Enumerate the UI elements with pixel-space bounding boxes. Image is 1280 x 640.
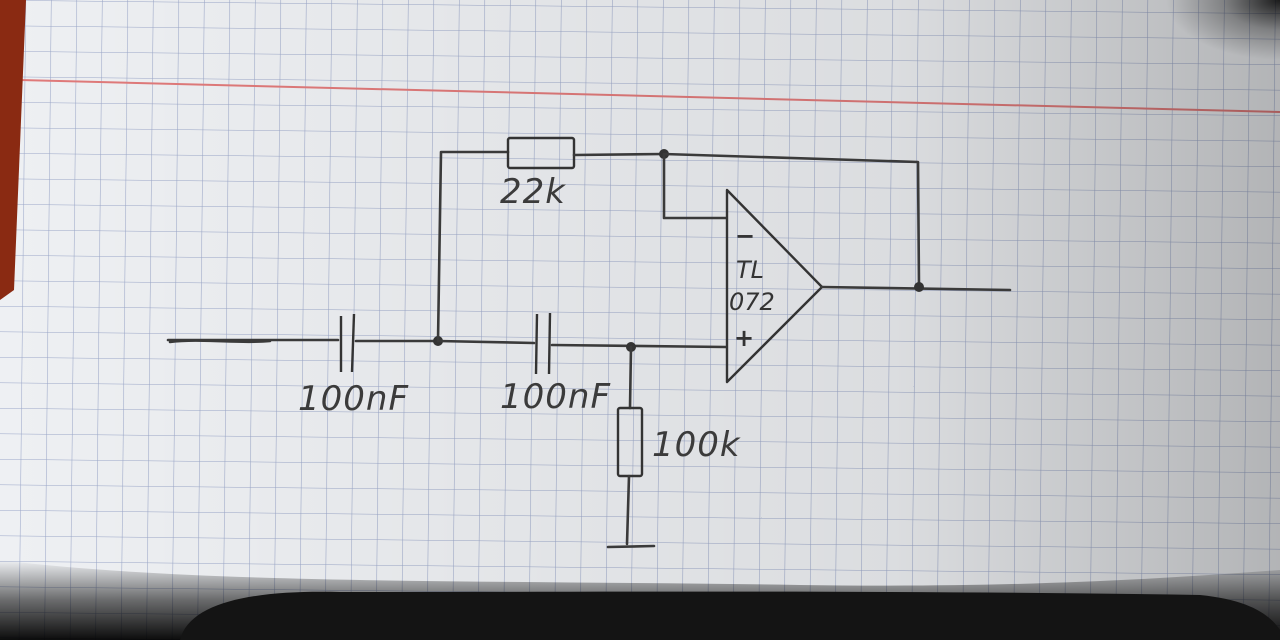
- feedback-resistor-label: 22k: [500, 172, 566, 212]
- ground-resistor-label: 100k: [652, 425, 741, 465]
- wire-c2-to-plus: [550, 343, 728, 349]
- top-right-shadow: [900, 0, 1280, 200]
- opamp-minus-sign: −: [735, 222, 755, 250]
- opamp-label-line2: 072: [729, 288, 775, 316]
- feedback-resistor: [506, 136, 576, 170]
- input-capacitor-label: 100nF: [298, 379, 409, 419]
- opamp-triangle: [725, 188, 824, 384]
- opamp-plus-sign: +: [734, 324, 754, 352]
- inverting-input-wire: [662, 152, 728, 220]
- feedback-wire-left: [436, 150, 510, 343]
- bottom-dark-object: [180, 591, 1280, 640]
- ground-symbol: [606, 544, 656, 549]
- series-capacitor: [534, 312, 552, 375]
- output-node: [914, 282, 924, 292]
- series-capacitor-label: 100nF: [500, 377, 611, 417]
- input-capacitor: [339, 313, 356, 373]
- opamp-label-line1: TL: [736, 256, 764, 284]
- wire-node-to-c2: [436, 339, 536, 345]
- feedback-wire-right: [572, 152, 666, 157]
- output-feedback-wire: [662, 152, 921, 288]
